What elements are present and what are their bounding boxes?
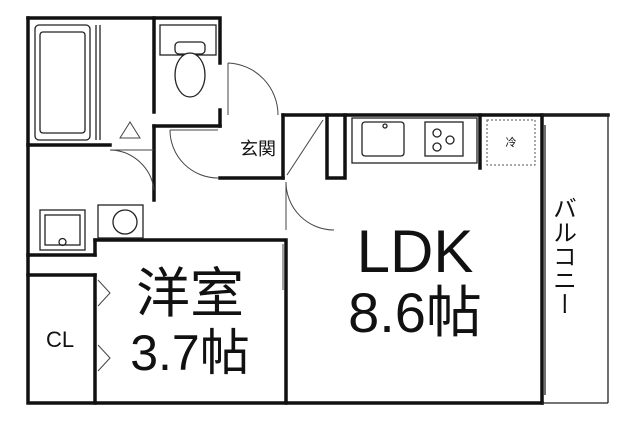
balcony-label: バルコニー (549, 196, 576, 316)
fridge-space (486, 119, 536, 166)
washbasin (97, 204, 144, 239)
closet-label: CL (46, 327, 74, 352)
toilet (159, 24, 217, 98)
fridge-label: 冷 (506, 136, 517, 149)
ldk-size-label: 8.6帖 (348, 281, 482, 344)
entrance-label: 玄関 (240, 139, 276, 159)
kitchen-counter (351, 117, 478, 164)
bathtub (34, 24, 91, 141)
bedroom-size-label: 3.7帖 (130, 325, 250, 381)
walls (26, 16, 610, 405)
ldk-name-label: LDK (357, 218, 474, 285)
doors (97, 62, 335, 372)
balcony (542, 114, 609, 404)
washing-machine (39, 209, 86, 251)
bedroom-name-label: 洋室 (136, 264, 244, 324)
